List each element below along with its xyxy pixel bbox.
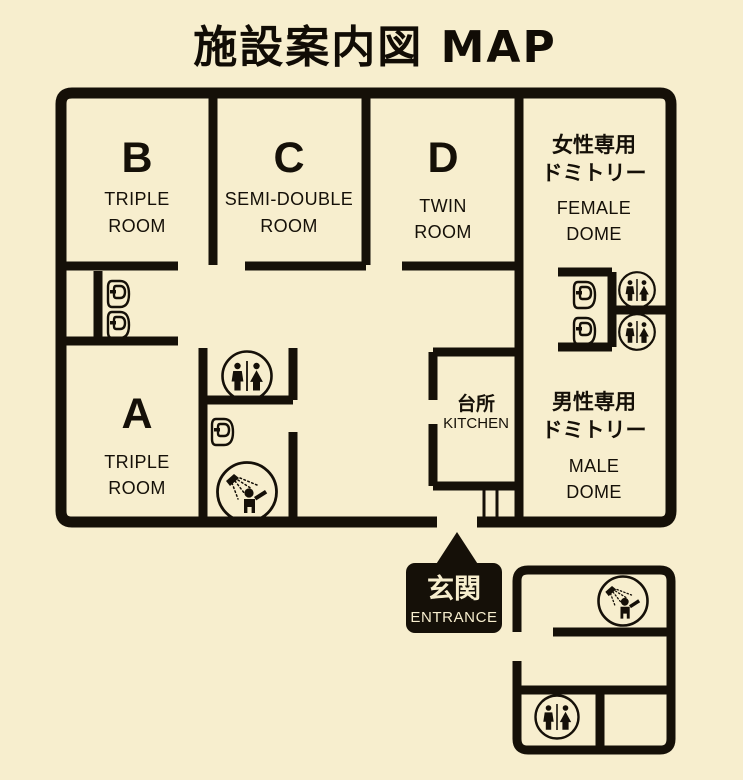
room-b-letter: B — [121, 134, 152, 182]
room-a-line2: ROOM — [108, 478, 166, 498]
kitchen-label-en: KITCHEN — [443, 415, 509, 432]
room-d-line1: TWIN — [419, 196, 467, 216]
room-b-line2: ROOM — [108, 216, 166, 236]
female-dorm-jp2: ドミトリー — [542, 161, 647, 185]
dorm-label-female: 女性専用 ドミトリー FEMALE DOME — [542, 133, 647, 244]
room-c-line1: SEMI-DOUBLE — [225, 189, 353, 209]
male-dorm-en2: DOME — [566, 482, 622, 502]
up-arrow-icon — [431, 532, 483, 572]
male-dorm-jp2: ドミトリー — [542, 418, 647, 442]
restroom-icon — [618, 271, 656, 309]
room-label-b: B TRIPLE ROOM — [104, 134, 169, 236]
room-d-line2: ROOM — [414, 222, 472, 242]
dorm-label-male: 男性専用 ドミトリー MALE DOME — [542, 390, 647, 502]
entrance-label-en: ENTRANCE — [410, 609, 497, 626]
female-dorm-en1: FEMALE — [557, 198, 631, 218]
page-title: 施設案内図 MAP — [193, 22, 556, 73]
toilet-stall-icon — [106, 279, 131, 309]
female-dorm-en2: DOME — [566, 224, 622, 244]
annex-outline — [512, 565, 676, 755]
entrance-label-jp: 玄関 — [427, 573, 481, 605]
male-dorm-en1: MALE — [569, 456, 620, 476]
room-label-c: C SEMI-DOUBLE ROOM — [225, 134, 353, 236]
female-dorm-jp1: 女性専用 — [552, 133, 636, 157]
toilet-stall-icon — [572, 280, 597, 310]
restroom-icon — [534, 694, 580, 740]
room-d-letter: D — [427, 134, 458, 182]
entrance-badge[interactable]: 玄関 ENTRANCE — [406, 563, 502, 633]
female-toilet-block — [558, 267, 671, 352]
room-a-line1: TRIPLE — [104, 452, 169, 472]
toilet-stall-icon — [210, 417, 235, 447]
shower-icon — [597, 575, 649, 627]
left-toilet-block — [61, 271, 178, 346]
shower-icon — [216, 461, 278, 523]
room-a-letter: A — [121, 390, 152, 438]
room-c-letter: C — [273, 134, 304, 182]
toilet-stall-icon — [572, 316, 597, 346]
kitchen-walls — [428, 347, 524, 522]
restroom-icon — [221, 350, 273, 402]
room-label-d: D TWIN ROOM — [414, 134, 472, 242]
upper-room-walls — [61, 98, 524, 352]
kitchen-label-jp: 台所 — [457, 392, 495, 415]
room-b-line1: TRIPLE — [104, 189, 169, 209]
room-c-line2: ROOM — [260, 216, 318, 236]
restroom-icon — [618, 313, 656, 351]
male-dorm-jp1: 男性専用 — [552, 390, 636, 414]
toilet-stall-icon — [106, 310, 131, 340]
room-label-a: A TRIPLE ROOM — [104, 390, 169, 498]
